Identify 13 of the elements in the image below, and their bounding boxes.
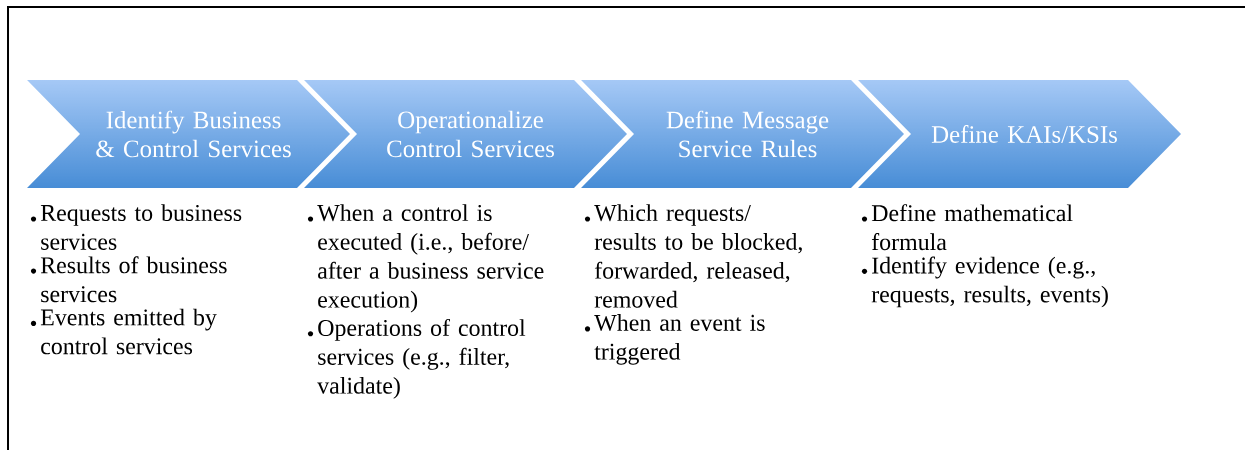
bullet-item: Events emitted by control services (30, 308, 217, 355)
chevron-arrow: Identify Business & Control Services (96, 110, 291, 158)
bullet-item: Which requests/ results to be blocked, forwarded, released, removed (584, 204, 802, 308)
bullet-item: When a control is executed (i.e., before/ after a business service execution) (307, 204, 544, 313)
bullet-item: Identify evidence (e.g., requests, results, events) (861, 256, 1108, 308)
chevron-arrow: Operationalize Control Services (387, 110, 554, 158)
bullet-item: Define mathematical formula (861, 204, 1073, 251)
bullet-item: Operations of control services (e.g., filter, validate) (307, 318, 526, 399)
chevron-arrow: Define KAIs/KSIs (931, 125, 1117, 143)
chevron-arrow: Define Message Service Rules (666, 110, 829, 158)
bullet-item: When an event is triggered (584, 314, 765, 365)
bullet-item: Results of business services (30, 256, 227, 303)
bullet-item: Requests to business services (30, 204, 242, 250)
